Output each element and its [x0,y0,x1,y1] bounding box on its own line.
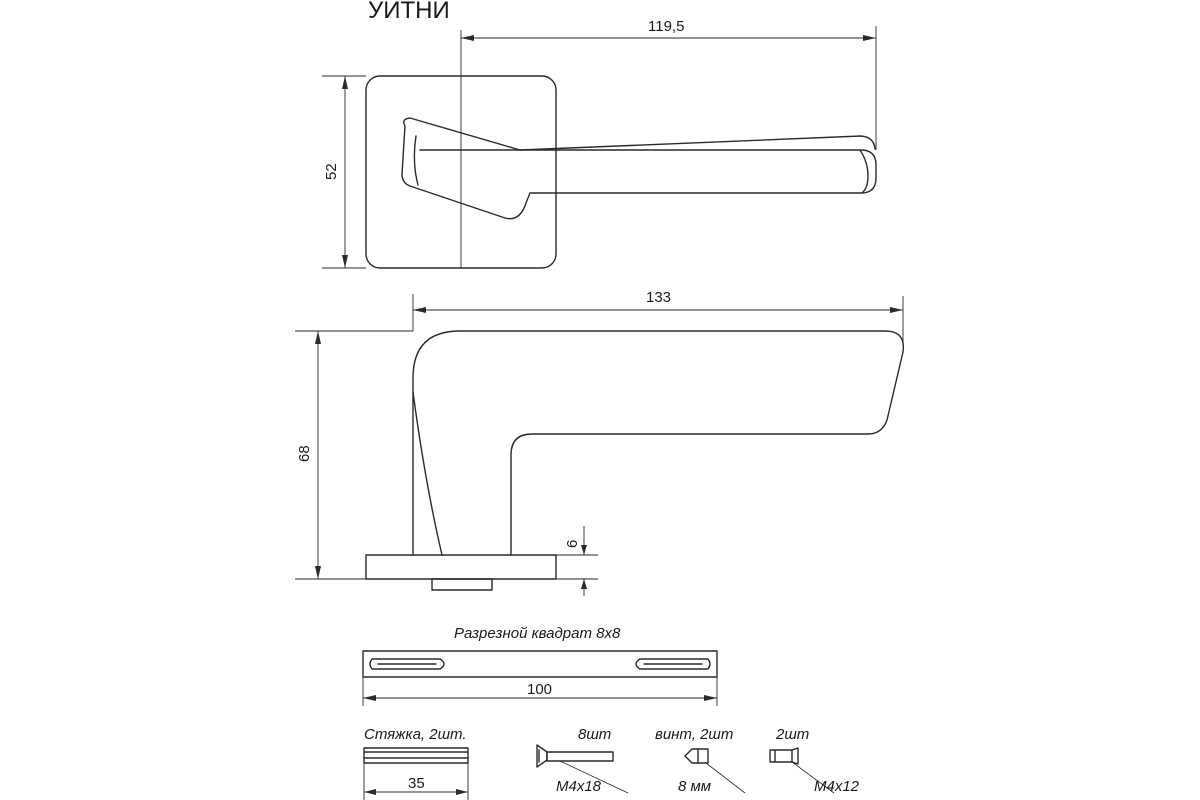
dimension-overall-height: 68 [295,330,413,580]
dimension-spindle-length: 100 [362,677,718,706]
short-screw-body [769,749,793,763]
bolt-body [363,747,469,764]
dimension-rosette-height: 52 [322,75,366,269]
dimension-overall-length: 133 [412,289,904,346]
label-bolt: Стяжка, 2шт. [364,726,467,743]
grub-screw-part: винт, 2шт 8 мм [655,726,746,795]
label-overall-length: 133 [646,289,671,306]
screw-part: 8шт М4х18 [536,726,629,795]
lever-top-outline [401,117,877,220]
label-short-screw-spec: М4х12 [814,778,860,795]
label-grub-spec: 8 мм [678,778,711,795]
label-handle-length: 119,5 [648,18,684,35]
label-spindle: Разрезной квадрат 8х8 [454,625,621,642]
grub-screw-body [684,748,709,764]
label-screw-spec: М4х18 [556,778,602,795]
rosette-base [365,554,557,580]
dimension-rosette-thickness: 6 [556,526,598,596]
bolt-part: Стяжка, 2шт. 35 [363,726,469,800]
label-short-screw-count: 2шт [775,726,809,743]
label-bolt-length: 35 [408,775,425,792]
short-screw-part: 2шт М4х12 [769,726,860,795]
label-grub: винт, 2шт [655,726,733,743]
side-view: 133 68 6 [295,289,905,596]
dimension-handle-length: 119,5 [461,18,877,150]
spindle-slot-left [369,658,445,670]
spindle-part: Разрезной квадрат 8х8 100 [362,625,718,706]
top-view: 119,5 52 [322,18,877,269]
lever-side-outline [412,330,905,556]
label-rosette-thickness: 6 [564,540,581,548]
drawing-title: УИТНИ [368,0,450,24]
dimension-bolt-length: 35 [363,763,469,800]
screw-shank [546,751,614,762]
spindle-stub [431,578,493,591]
label-spindle-length: 100 [527,681,552,698]
spindle-slot-right [635,658,711,670]
label-screw-count: 8шт [578,726,611,743]
spindle-body [362,650,718,678]
label-overall-height: 68 [296,445,313,462]
label-rosette-height: 52 [323,163,340,180]
